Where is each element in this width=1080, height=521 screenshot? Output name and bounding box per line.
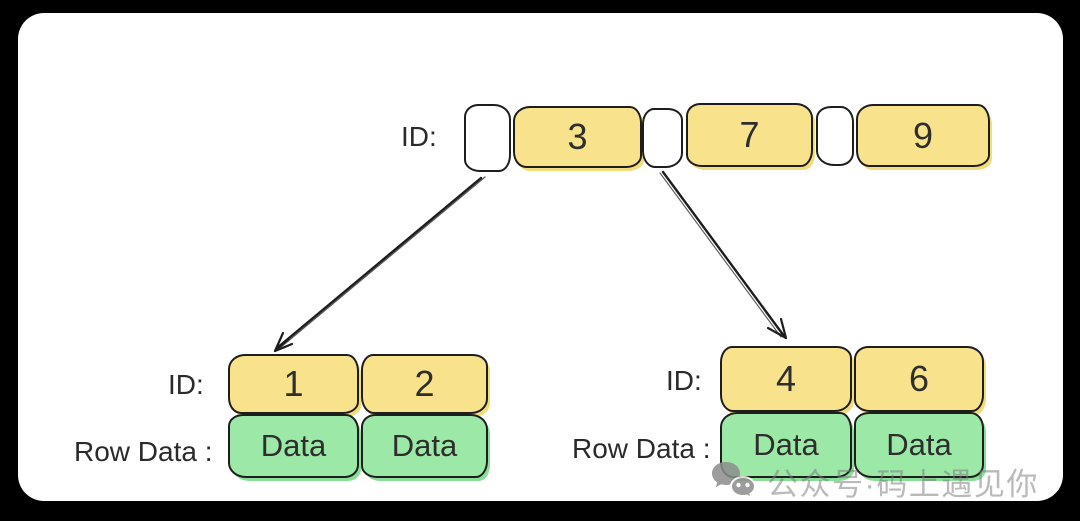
wechat-icon [712,461,757,500]
root-pointer-cell [816,106,854,166]
right-leaf-data-cell: Data [720,412,852,478]
left-leaf-key-cell: 2 [361,354,488,414]
left-leaf-data-cell: Data [228,414,359,478]
root-pointer-cell [464,104,511,172]
right-leaf-rowdata-label: Row Data : [572,433,711,464]
right-leaf-data-cell: Data [854,412,984,478]
left-leaf-rowdata-label: Row Data : [74,436,213,467]
watermark: 公众号·码上遇见你 [710,459,1039,504]
right-leaf-key-cell: 6 [854,346,984,412]
right-leaf-key-cell: 4 [720,346,852,412]
root-key-cell: 3 [513,106,642,168]
right-leaf-id-label: ID: [666,365,702,396]
root-key-cell: 7 [686,103,813,167]
root-key-cell: 9 [856,104,990,167]
root-pointer-cell [642,108,683,168]
left-leaf-data-cell: Data [361,414,488,478]
left-leaf-id-label: ID: [168,369,204,400]
watermark-text: 公众号·码上遇见你 [767,467,1039,502]
root-id-label: ID: [401,121,437,152]
left-leaf-key-cell: 1 [228,354,359,414]
